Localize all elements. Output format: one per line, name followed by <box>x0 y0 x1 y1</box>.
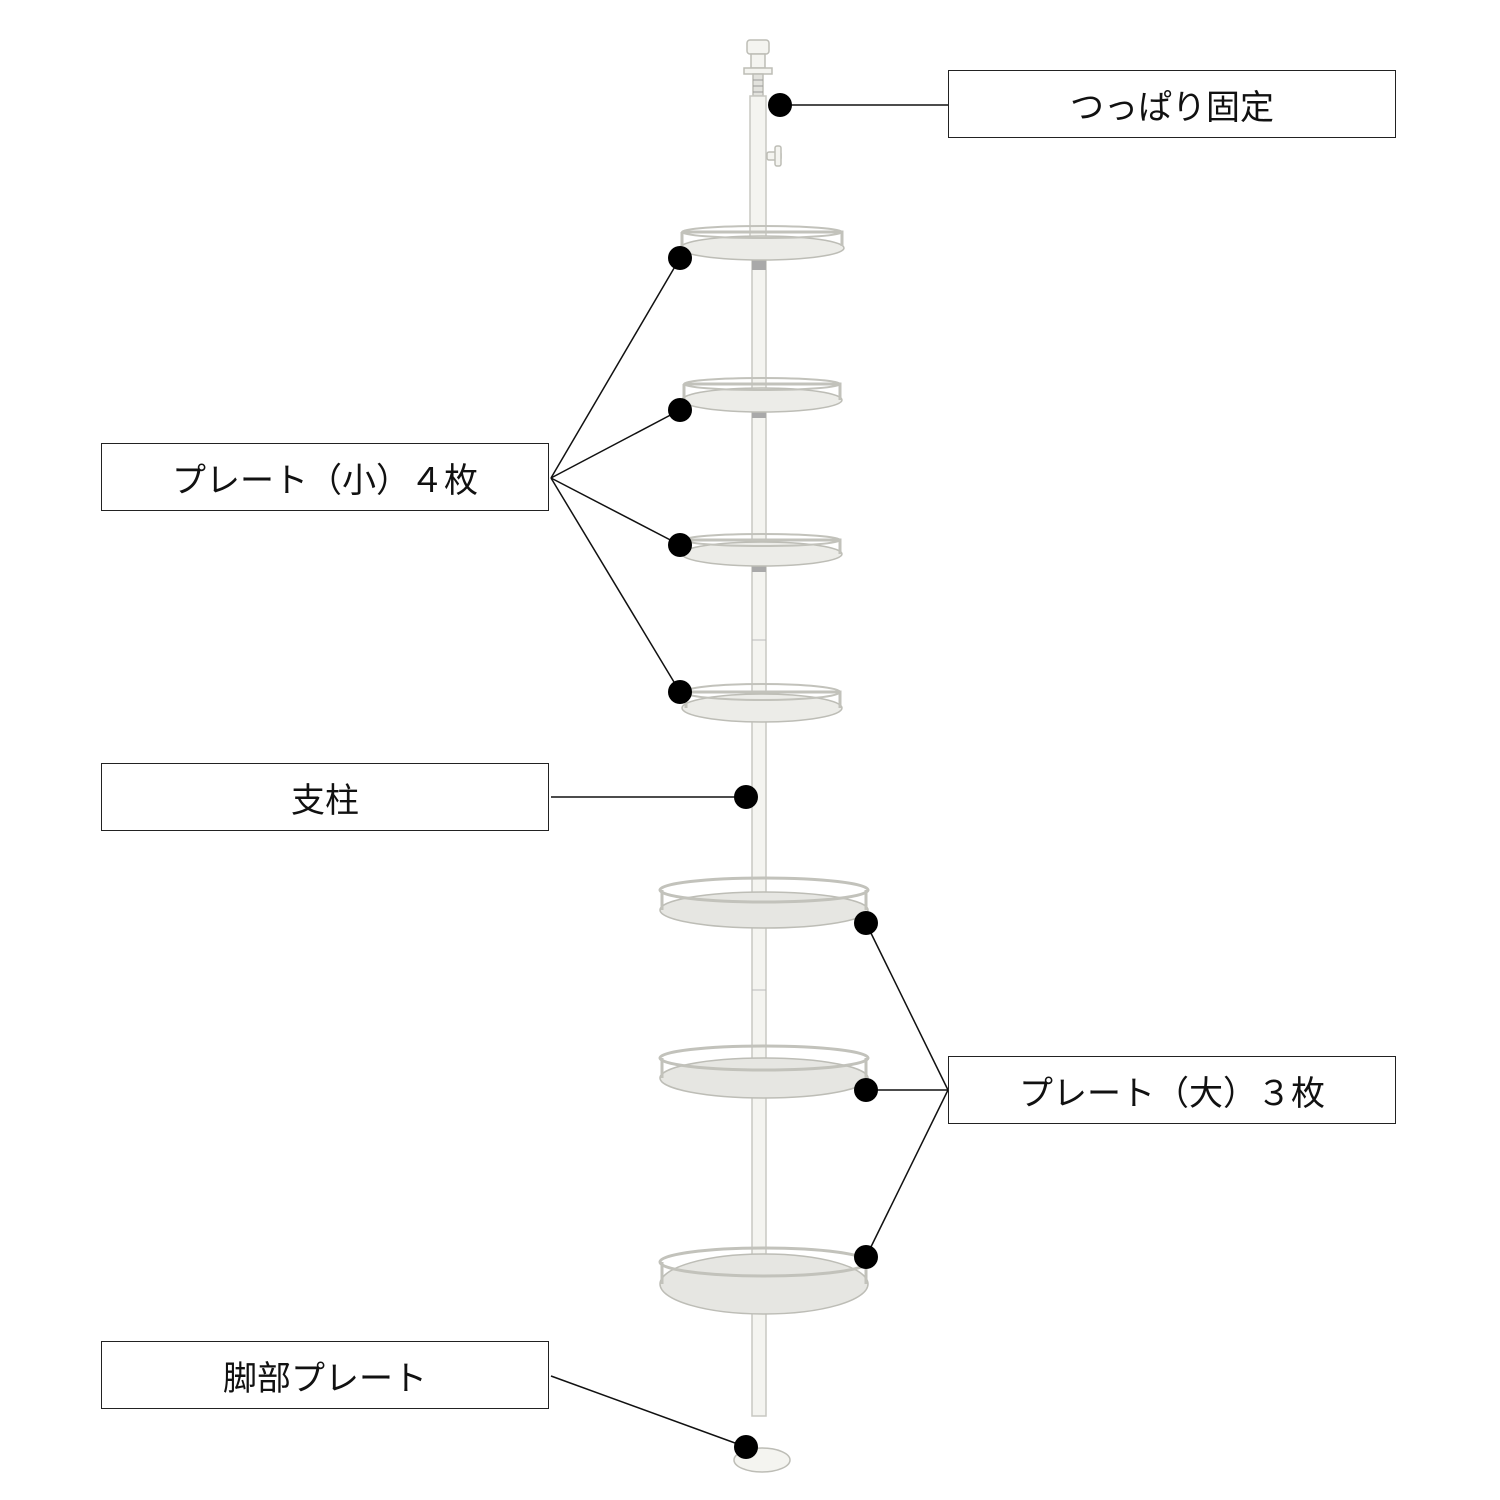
label-tension-fix: つっぱり固定 <box>948 70 1396 138</box>
callout-dot <box>854 1245 878 1269</box>
label-small-plates: プレート（小）４枚 <box>101 443 549 511</box>
tension-knob <box>743 39 773 97</box>
label-large-plates: プレート（大）３枚 <box>948 1056 1396 1124</box>
label-post: 支柱 <box>101 763 549 831</box>
callout-dot <box>668 246 692 270</box>
callout-dots <box>668 93 878 1459</box>
pole <box>749 95 782 1417</box>
callout-dot <box>734 1435 758 1459</box>
callout-dot <box>854 911 878 935</box>
small-plate-1 <box>679 225 845 261</box>
large-plate-2 <box>658 1044 870 1099</box>
large-plate-1 <box>658 876 870 929</box>
label-text: つっぱり固定 <box>1070 87 1274 128</box>
label-text: プレート（小）４枚 <box>172 460 478 501</box>
label-text: 脚部プレート <box>223 1358 427 1399</box>
small-plate-3 <box>681 533 843 567</box>
callout-dot <box>668 533 692 557</box>
large-plate-3 <box>658 1246 870 1315</box>
product-illustration <box>658 39 870 1473</box>
label-text: 支柱 <box>291 780 359 821</box>
callout-dot <box>734 785 758 809</box>
leader-lines <box>550 104 949 1448</box>
callout-dot <box>668 398 692 422</box>
label-foot-plate: 脚部プレート <box>101 1341 549 1409</box>
small-plate-2 <box>681 377 843 413</box>
callout-dot <box>668 680 692 704</box>
callout-dot <box>854 1078 878 1102</box>
callout-dot <box>768 93 792 117</box>
label-text: プレート（大）３枚 <box>1019 1073 1325 1114</box>
